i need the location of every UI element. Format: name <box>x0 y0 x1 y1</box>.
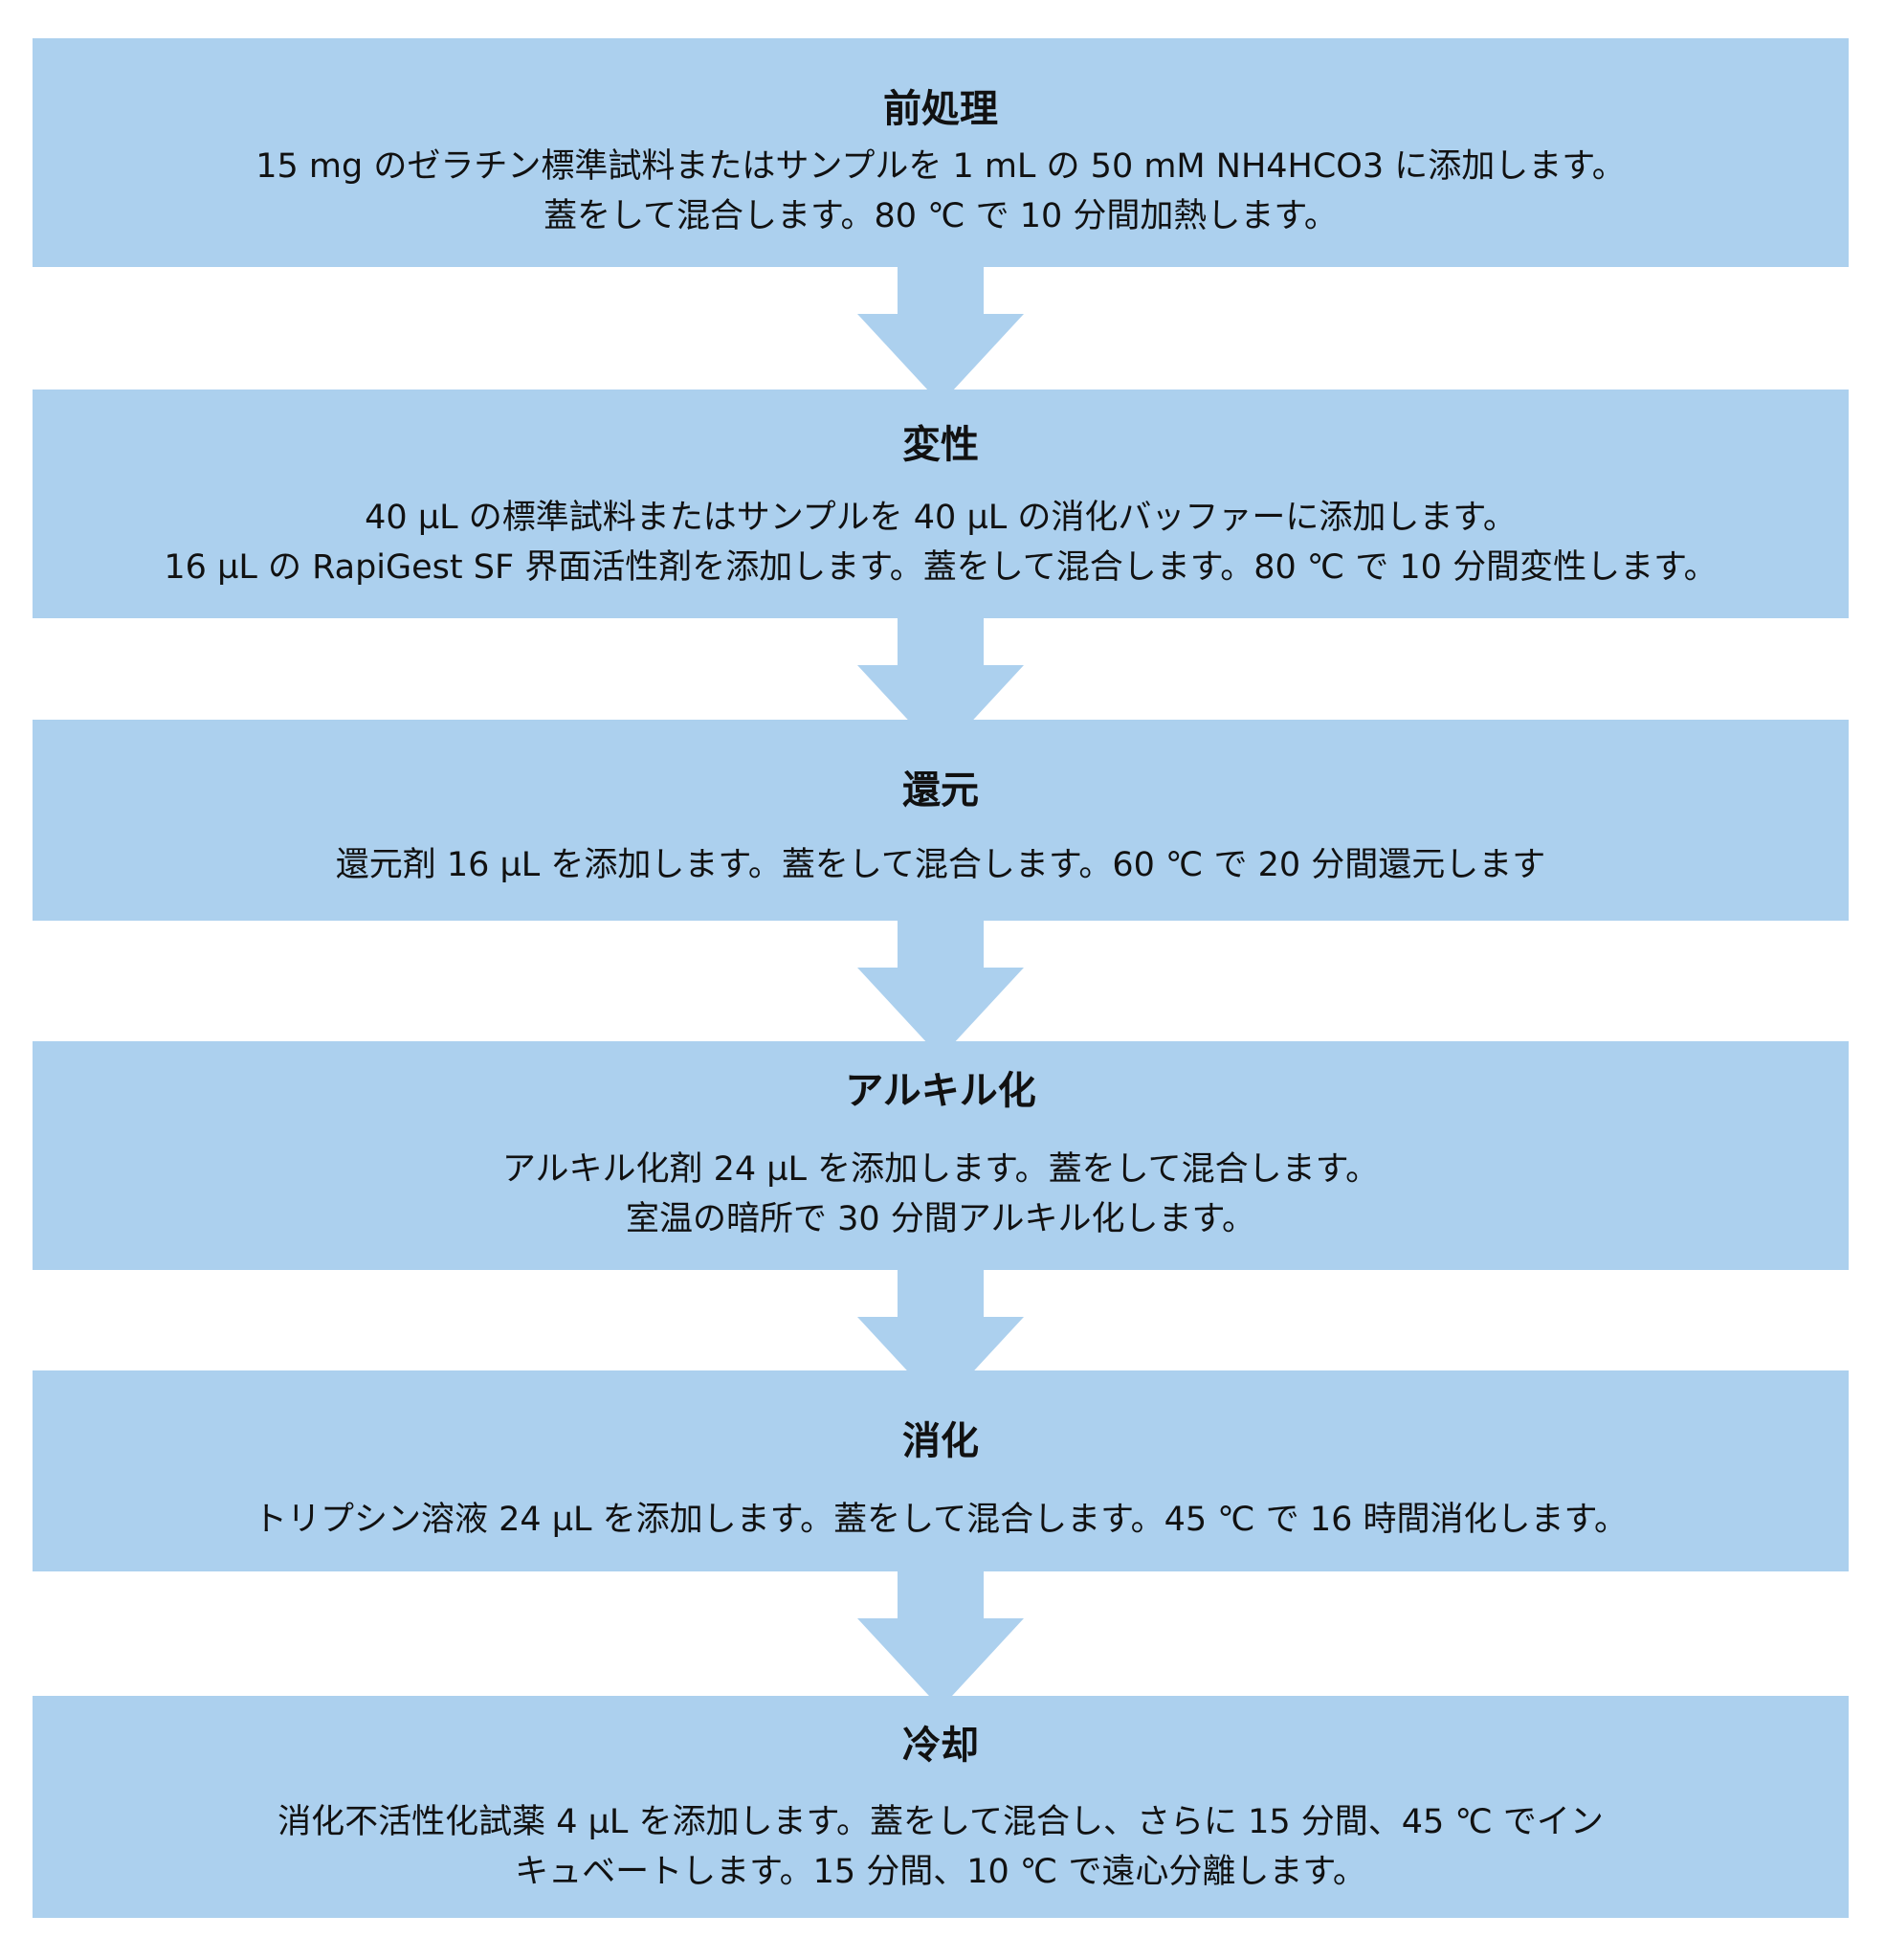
step-line: 還元剤 16 µL を添加します。蓋をして混合します。60 ℃ で 20 分間還… <box>335 846 1546 884</box>
step-line: 蓋をして混合します。80 ℃ で 10 分間加熱します。 <box>543 197 1338 235</box>
step-box-cooling: 冷却 消化不活性化試薬 4 µL を添加します。蓋をして混合し、さらに 15 分… <box>33 1696 1849 1918</box>
step-title: アルキル化 <box>845 1069 1036 1113</box>
step-line: 16 µL の RapiGest SF 界面活性剤を添加します。蓋をして混合しま… <box>164 548 1718 587</box>
step-title: 消化 <box>902 1419 979 1463</box>
step-line: 15 mg のゼラチン標準試料またはサンプルを 1 mL の 50 mM NH4… <box>255 147 1626 186</box>
step-box-pretreatment: 前処理 15 mg のゼラチン標準試料またはサンプルを 1 mL の 50 mM… <box>33 38 1849 267</box>
step-box-alkylation: アルキル化 アルキル化剤 24 µL を添加します。蓋をして混合します。 室温の… <box>33 1041 1849 1270</box>
step-title: 冷却 <box>902 1724 979 1768</box>
step-box-reduction: 還元 還元剤 16 µL を添加します。蓋をして混合します。60 ℃ で 20 … <box>33 720 1849 921</box>
step-line: 40 µL の標準試料またはサンプルを 40 µL の消化バッファーに添加します… <box>365 499 1517 537</box>
step-line: トリプシン溶液 24 µL を添加します。蓋をして混合します。45 ℃ で 16… <box>253 1501 1628 1539</box>
step-line: アルキル化剤 24 µL を添加します。蓋をして混合します。 <box>501 1150 1380 1189</box>
down-arrow-icon <box>857 267 1024 404</box>
step-box-denaturation: 変性 40 µL の標準試料またはサンプルを 40 µL の消化バッファーに添加… <box>33 390 1849 618</box>
down-arrow-icon <box>857 1571 1024 1708</box>
step-line: 消化不活性化試薬 4 µL を添加します。蓋をして混合し、さらに 15 分間、4… <box>277 1803 1604 1841</box>
step-title: 前処理 <box>883 87 998 131</box>
step-line: キュベートします。15 分間、10 ℃ で遠心分離します。 <box>515 1853 1366 1891</box>
down-arrow-icon <box>857 618 1024 755</box>
step-line: 室温の暗所で 30 分間アルキル化します。 <box>626 1200 1255 1238</box>
step-box-digestion: 消化 トリプシン溶液 24 µL を添加します。蓋をして混合します。45 ℃ で… <box>33 1370 1849 1571</box>
down-arrow-icon <box>857 1270 1024 1407</box>
step-title: 変性 <box>902 423 979 467</box>
step-title: 還元 <box>902 768 979 813</box>
down-arrow-icon <box>857 921 1024 1058</box>
